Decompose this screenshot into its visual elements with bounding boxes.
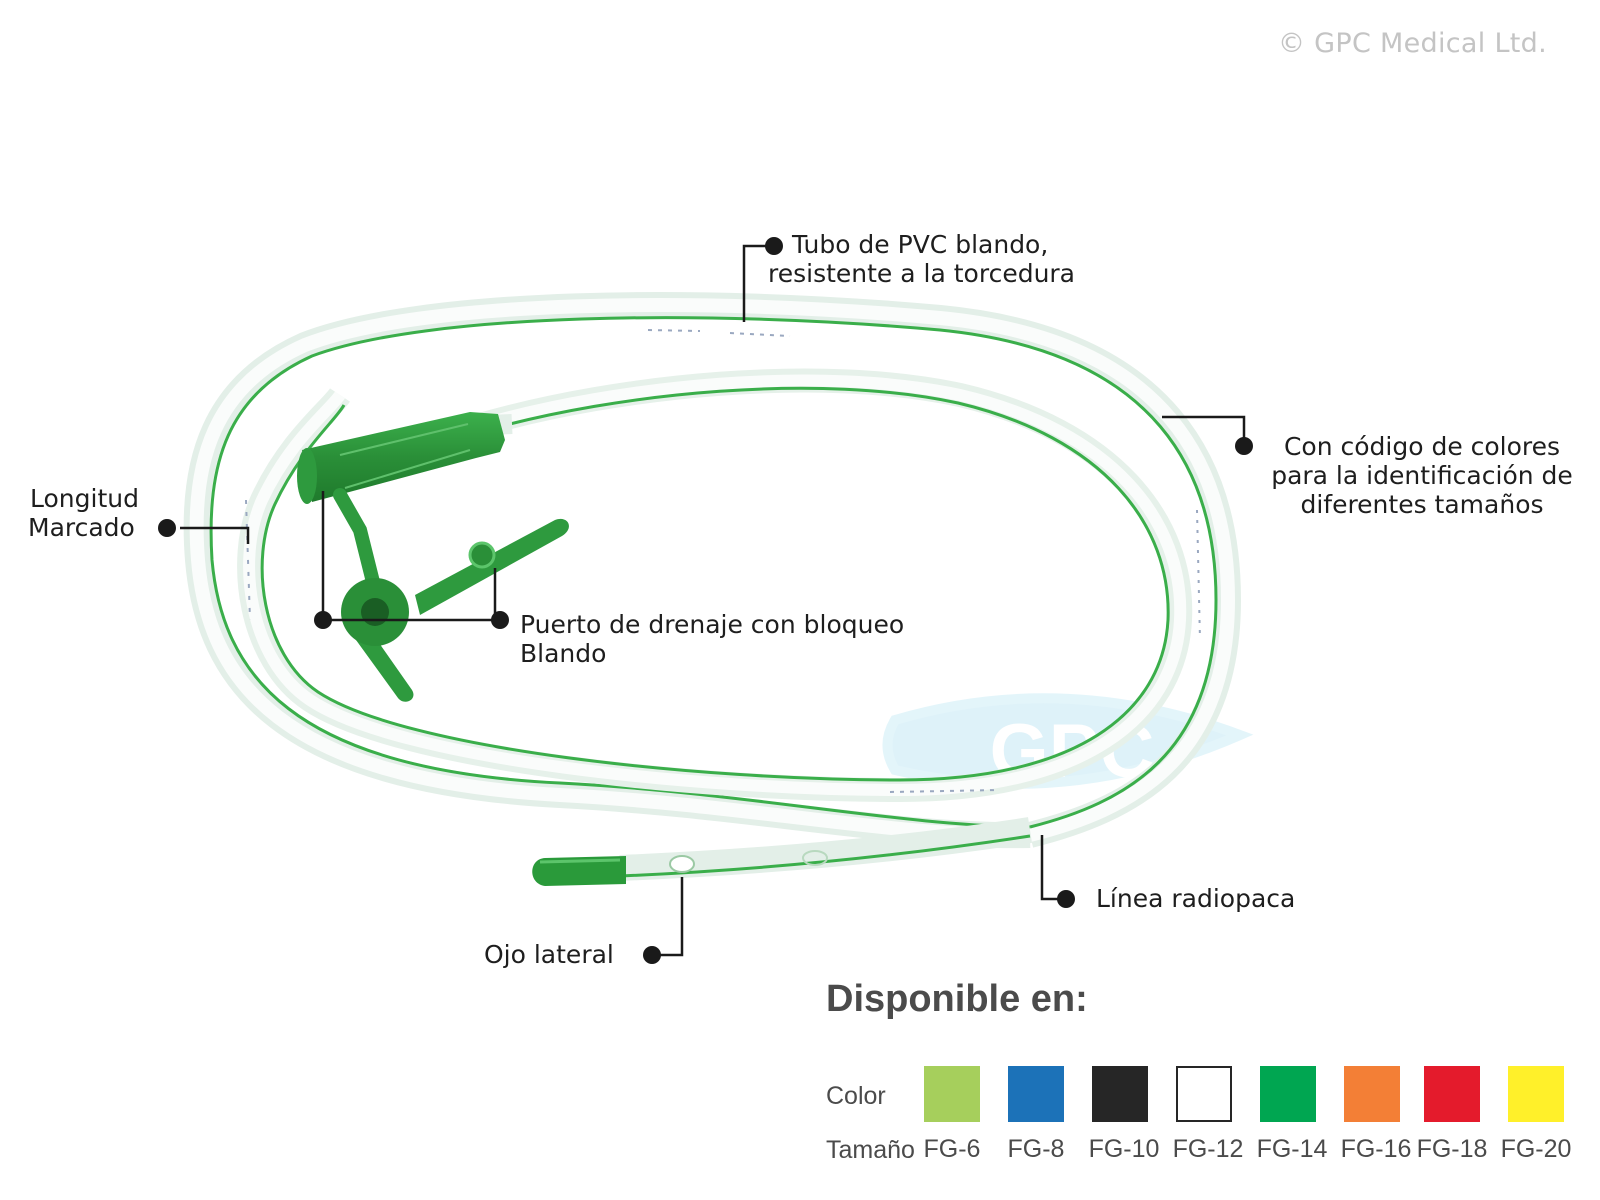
callout-codigo: Con código de colores para la identifica… [1252, 432, 1592, 519]
size-fg-18: FG-18 [1416, 1135, 1488, 1163]
callout-linea: Línea radiopaca [1096, 884, 1296, 913]
callout-puerto-line-1: Puerto de drenaje con bloqueo [520, 610, 905, 639]
swatch-fg-6 [924, 1066, 980, 1122]
callout-puerto-line-2: Blando [520, 639, 607, 668]
swatch-fg-20 [1508, 1066, 1564, 1122]
swatch-fg-12 [1176, 1066, 1232, 1122]
color-row-label: Color [826, 1082, 886, 1110]
swatch-fg-14 [1260, 1066, 1316, 1122]
callout-longitud: Longitud Marcado [28, 484, 139, 542]
copyright-text: © GPC Medical Ltd. [1278, 28, 1547, 59]
swatch-fg-16 [1344, 1066, 1400, 1122]
size-row-label: Tamaño [826, 1136, 915, 1164]
callout-longitud-line-1: Longitud [30, 484, 139, 513]
swatch-fg-8 [1008, 1066, 1064, 1122]
size-fg-12: FG-12 [1172, 1135, 1244, 1163]
callout-dots [158, 237, 1253, 964]
callout-lines [180, 244, 1246, 957]
swatch-fg-18 [1424, 1066, 1480, 1122]
size-fg-8: FG-8 [1007, 1135, 1065, 1163]
callout-tubo-line-2: resistente a la torcedura [768, 259, 1076, 288]
callout-puerto: Puerto de drenaje con bloqueo Blando [520, 610, 904, 668]
callout-codigo-line-1: Con código de colores [1283, 432, 1561, 461]
catheter-tip [532, 817, 1032, 886]
callout-codigo-line-2: para la identificación de [1271, 461, 1573, 490]
size-fg-20: FG-20 [1500, 1135, 1572, 1163]
catheter-tube [183, 292, 1242, 849]
side-eye-2 [802, 850, 828, 866]
size-fg-10: FG-10 [1088, 1135, 1160, 1163]
callout-tubo-line-1: Tubo de PVC blando, [792, 230, 1049, 259]
callout-longitud-line-2: Marcado [28, 513, 135, 542]
side-eye-1 [669, 855, 695, 873]
size-fg-14: FG-14 [1256, 1135, 1328, 1163]
size-fg-6: FG-6 [923, 1135, 981, 1163]
size-fg-16: FG-16 [1340, 1135, 1412, 1163]
available-title: Disponible en: [826, 978, 1088, 1020]
swatch-fg-10 [1092, 1066, 1148, 1122]
callout-tubo: Tubo de PVC blando, resistente a la torc… [768, 230, 1075, 288]
callout-ojo: Ojo lateral [484, 940, 614, 969]
callout-codigo-line-3: diferentes tamaños [1300, 490, 1544, 519]
